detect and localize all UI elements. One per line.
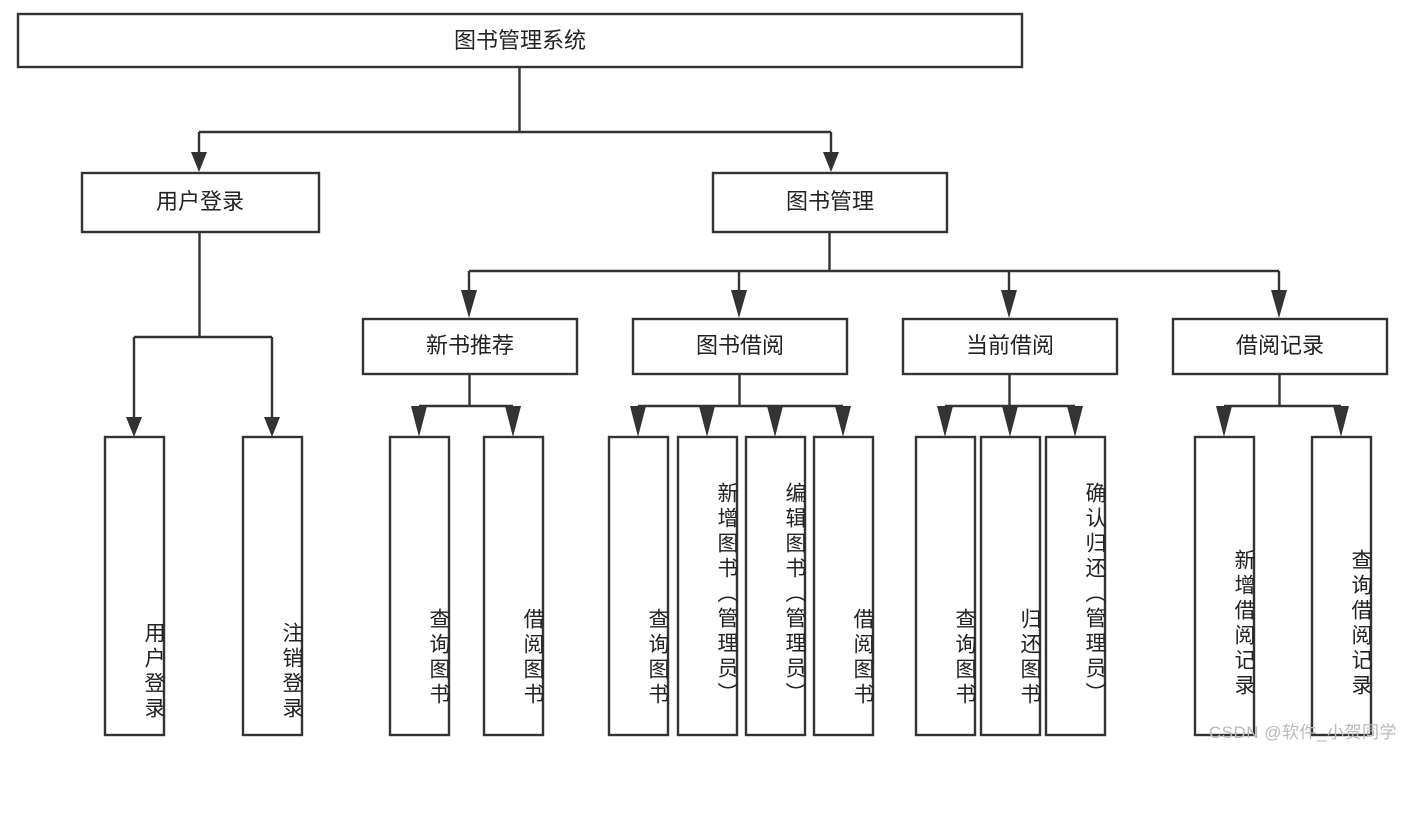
node-leaf-current-return[interactable]	[979, 435, 1042, 737]
node-leaf-new-books-query[interactable]	[388, 435, 451, 737]
node-leaf-new-books-borrow[interactable]	[482, 435, 545, 737]
node-borrow-records-label: 借阅记录	[1236, 333, 1324, 358]
arrow-book-mgmt-to-current	[1001, 290, 1017, 318]
node-leaf-borrow-query[interactable]	[607, 435, 670, 737]
node-borrow-records[interactable]	[1171, 317, 1389, 376]
arrow-book-mgmt-to-records	[1271, 290, 1287, 318]
arrow-root-to-book-mgmt	[823, 152, 839, 172]
node-leaf-borrow-edit[interactable]	[744, 435, 807, 737]
node-leaf-records-query[interactable]	[1310, 435, 1373, 737]
node-leaf-current-confirm-return[interactable]	[1044, 435, 1107, 737]
arrow-new-books-leaf-2	[505, 406, 521, 437]
node-leaf-user-login-login[interactable]	[103, 435, 166, 737]
arrow-user-login-leaf-1	[126, 417, 142, 437]
arrow-book-mgmt-to-borrow	[731, 290, 747, 318]
node-new-book-recommend-label: 新书推荐	[426, 333, 514, 358]
node-book-borrow-label: 图书借阅	[696, 333, 784, 358]
node-user-login[interactable]	[80, 171, 321, 234]
arrow-book-mgmt-to-new-books	[461, 290, 477, 318]
node-leaf-user-login-logout[interactable]	[241, 435, 304, 737]
node-current-borrow[interactable]	[901, 317, 1119, 376]
arrow-records-leaf-2	[1333, 406, 1349, 437]
node-new-book-recommend[interactable]	[361, 317, 579, 376]
arrow-user-login-leaf-2	[264, 417, 280, 437]
connector-layer	[126, 67, 1349, 437]
arrow-current-leaf-2	[1002, 406, 1018, 437]
tree-diagram-canvas: 图书管理系统 用户登录 图书管理 新书推荐 图书借阅 当前借阅 借阅记录	[16, 12, 1389, 737]
node-leaf-current-query[interactable]	[914, 435, 977, 737]
arrow-new-books-leaf-1	[411, 406, 427, 437]
arrow-borrow-leaf-4	[835, 406, 851, 437]
node-book-management-label: 图书管理	[786, 189, 874, 214]
node-leaf-borrow-add[interactable]	[676, 435, 739, 737]
csdn-watermark: CSDN @软件_小贺同学	[1208, 723, 1397, 742]
arrow-current-leaf-1	[937, 406, 953, 437]
arrow-root-to-user-login	[191, 152, 207, 172]
node-user-login-label: 用户登录	[156, 189, 244, 214]
node-leaf-records-add[interactable]	[1193, 435, 1256, 737]
arrow-borrow-leaf-3	[767, 406, 783, 437]
arrow-current-leaf-3	[1067, 406, 1083, 437]
node-layer: 图书管理系统 用户登录 图书管理 新书推荐 图书借阅 当前借阅 借阅记录	[16, 12, 1389, 737]
node-current-borrow-label: 当前借阅	[966, 333, 1054, 358]
node-root-label: 图书管理系统	[454, 28, 586, 53]
arrow-borrow-leaf-1	[630, 406, 646, 437]
node-root[interactable]	[16, 12, 1024, 69]
arrow-records-leaf-1	[1216, 406, 1232, 437]
node-book-management[interactable]	[711, 171, 949, 234]
node-leaf-borrow-borrow[interactable]	[812, 435, 875, 737]
node-book-borrow[interactable]	[631, 317, 849, 376]
arrow-borrow-leaf-2	[699, 406, 715, 437]
system-structure-diagram: 图书管理系统 用户登录 图书管理 新书推荐 图书借阅 当前借阅 借阅记录	[16, 12, 1397, 742]
